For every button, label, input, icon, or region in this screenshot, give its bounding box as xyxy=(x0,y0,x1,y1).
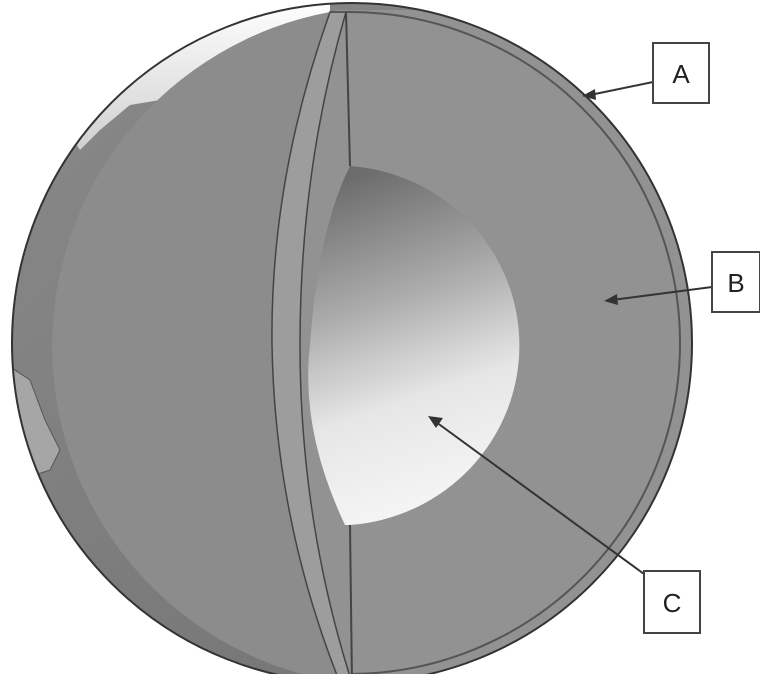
label-a-group: A xyxy=(582,43,709,103)
label-a-text: A xyxy=(672,59,690,89)
label-c-text: C xyxy=(663,588,682,618)
label-b-text: B xyxy=(727,268,744,298)
arrow-a-line xyxy=(590,82,653,95)
